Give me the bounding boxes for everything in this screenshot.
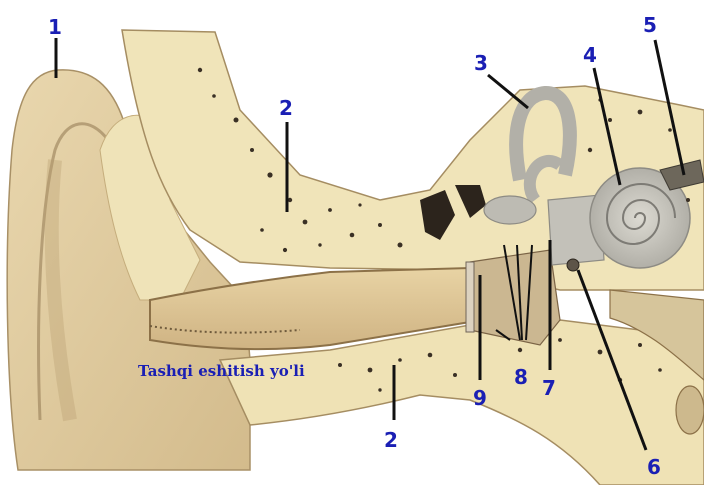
- label-6: 6: [647, 457, 661, 477]
- label-3: 3: [474, 53, 488, 73]
- carotid-canal: [676, 386, 704, 434]
- label-8: 8: [514, 367, 528, 387]
- middle-ear-cavity: [470, 250, 560, 345]
- canal-ampulla: [484, 196, 536, 224]
- label-7: 7: [542, 378, 556, 398]
- tympanic-membrane: [466, 262, 474, 332]
- label-4: 4: [583, 45, 597, 65]
- ear-canal-caption: Tashqi eshitish yo'li: [138, 363, 305, 379]
- label-5: 5: [643, 15, 657, 35]
- label-2-top: 2: [279, 98, 293, 118]
- label-1: 1: [48, 17, 62, 37]
- label-2-bottom: 2: [384, 430, 398, 450]
- round-window: [567, 259, 579, 271]
- label-9: 9: [473, 388, 487, 408]
